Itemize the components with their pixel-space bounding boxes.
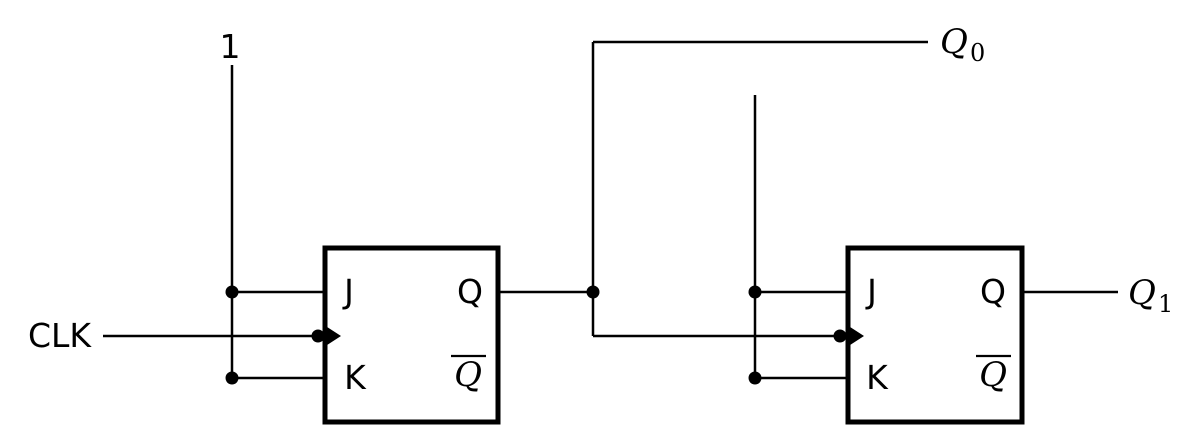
wires-layer bbox=[103, 40, 1118, 380]
ff0-j-pin-label: J bbox=[342, 272, 354, 311]
junction-dot-stub-to-k1 bbox=[748, 371, 762, 385]
ff1-box bbox=[845, 245, 1025, 425]
q1-output-subscript: 1 bbox=[1158, 290, 1173, 318]
q0-output-subscript: 0 bbox=[970, 39, 985, 67]
ff1-qbar-pin-label: Q bbox=[979, 355, 1007, 395]
constant-one-label: 1 bbox=[220, 27, 241, 66]
ff0-box bbox=[322, 245, 501, 425]
junction-dot-one-to-k0 bbox=[225, 371, 239, 385]
ff1-clock-edge-triangle-icon bbox=[847, 325, 864, 347]
junction-dot-ff0-clock-pin bbox=[311, 329, 325, 343]
ff1-j-pin-label: J bbox=[865, 272, 877, 311]
ff1-k-pin-label: K bbox=[866, 358, 889, 397]
junction-dot-ff1-clock-pin bbox=[833, 329, 847, 343]
junction-dots-layer bbox=[225, 285, 847, 385]
clk-label: CLK bbox=[28, 316, 92, 355]
q0-output-label: Q bbox=[940, 22, 968, 62]
ff0-q-pin-label: Q bbox=[457, 272, 483, 311]
junction-dot-stub-to-j1 bbox=[748, 285, 762, 299]
q1-output-label: Q bbox=[1128, 273, 1156, 313]
ff0-k-pin-label: K bbox=[344, 358, 367, 397]
junction-dot-q0-branch bbox=[586, 285, 600, 299]
ff0-clock-edge-triangle-icon bbox=[324, 325, 341, 347]
ff1-q-pin-label: Q bbox=[980, 272, 1006, 311]
ff0-qbar-pin-label: Q bbox=[454, 355, 482, 395]
junction-dot-one-to-j0 bbox=[225, 285, 239, 299]
